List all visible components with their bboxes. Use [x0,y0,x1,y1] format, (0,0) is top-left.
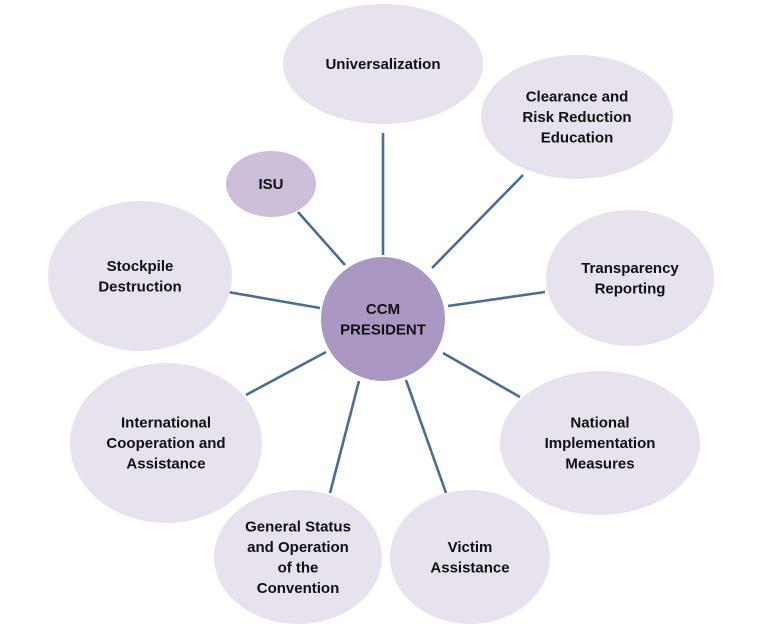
center-node-ccm-president: CCM PRESIDENT [321,257,445,381]
node-international-label-line-2: Cooperation and [106,435,225,452]
node-clearance-label-line-2: Risk Reduction [522,109,631,126]
node-universalization-label-line-1: Universalization [325,56,440,73]
node-international-ellipse [70,363,262,523]
node-general: General Status and Operation of theConvent… [214,490,382,624]
node-victim-ellipse [390,490,550,624]
center-node-label-line-2: PRESIDENT [340,321,426,338]
node-national-label-line-2: Implementation [545,435,656,452]
node-general-label-line-2: and Operation [247,539,349,556]
connector-stockpile [227,290,321,310]
node-stockpile-label-line-1: Stockpile [107,258,174,275]
node-general-label-line-1: General Status [245,518,351,535]
node-isu: ISU [226,151,316,217]
connector-victim [404,379,448,494]
connector-isu [297,211,346,266]
node-general-ellipse [214,490,382,624]
connector-clearance [431,174,524,269]
center-node-ellipse [321,257,445,381]
node-national-label-line-3: Measures [565,456,634,473]
connector-national [442,351,521,399]
node-national-label-line-1: National [570,415,629,432]
node-universalization-ellipse [283,4,483,124]
center-node-label-line-1: CCM [366,301,400,318]
node-clearance-label-line-1: Clearance and [526,89,629,106]
node-universalization: Universalization [283,4,483,124]
node-clearance-ellipse [481,55,673,179]
connector-international [245,350,327,397]
node-victim-label-line-2: Assistance [430,559,509,576]
connector-lines [227,133,546,494]
node-victim-label-line-1: Victim [448,539,493,556]
node-isu-label-line-1: ISU [258,176,283,193]
node-transparency-label-line-1: Transparency [581,260,679,277]
node-general-label-line-4: Convention [257,580,340,597]
node-transparency-label-line-2: Reporting [595,280,666,297]
node-international-label-line-3: Assistance [126,456,205,473]
node-international-label-line-1: International [121,415,211,432]
node-clearance-label-line-3: Education [541,130,614,147]
node-national-ellipse [500,371,700,515]
node-stockpile-ellipse [48,201,232,351]
connector-general [328,380,361,494]
node-stockpile-label-line-2: Destruction [98,278,181,295]
node-general-label-line-3: of the [278,559,319,576]
node-isu-ellipse [226,151,316,217]
connector-transparency [447,290,546,308]
node-transparency-ellipse [546,210,714,346]
